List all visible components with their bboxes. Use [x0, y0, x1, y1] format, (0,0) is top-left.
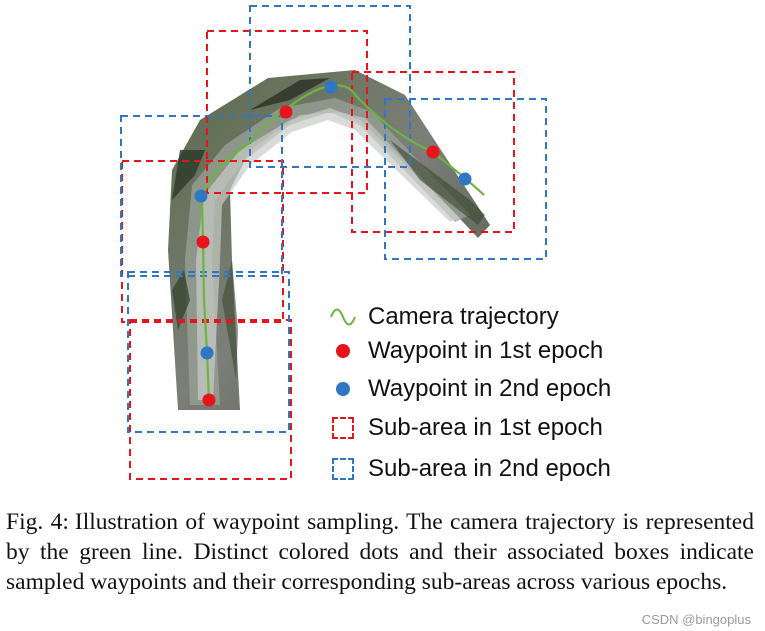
watermark: CSDN @bingoplus [641, 612, 751, 627]
legend-label: Camera trajectory [368, 303, 559, 330]
sub-areas-epoch-2 [120, 5, 547, 433]
sub-area-box [121, 160, 284, 323]
trajectory-swatch-icon [328, 302, 358, 332]
legend-item-subarea-2: Sub-area in 2nd epoch [328, 450, 611, 488]
waypoint-dot [202, 393, 216, 407]
legend-item-waypoint-2: Waypoint in 2nd epoch [328, 370, 611, 408]
red-dashed-box-icon [332, 417, 354, 439]
waypoint-dot [458, 172, 472, 186]
caption-text: Illustration of waypoint sampling. The c… [6, 509, 754, 595]
blue-dot-icon [336, 382, 350, 396]
legend-label: Waypoint in 1st epoch [368, 337, 604, 364]
figure-caption: Fig. 4:Illustration of waypoint sampling… [6, 507, 754, 597]
legend-label: Sub-area in 2nd epoch [368, 455, 611, 482]
waypoint-sampling-figure [120, 5, 547, 480]
red-dot-icon [336, 344, 350, 358]
sub-area-box [120, 115, 283, 277]
sub-area-box [206, 30, 368, 194]
waypoint-dot [194, 189, 208, 203]
blue-dashed-box-icon [332, 458, 354, 480]
sub-area-box [127, 271, 290, 433]
sub-area-box [384, 98, 547, 260]
legend-item-waypoint-1: Waypoint in 1st epoch [328, 332, 603, 370]
waypoint-dot [279, 105, 293, 119]
sub-area-box [129, 319, 292, 480]
waypoint-dot [324, 80, 338, 94]
legend-label: Waypoint in 2nd epoch [368, 375, 612, 402]
legend-label: Sub-area in 1st epoch [368, 414, 603, 441]
sub-area-box [249, 5, 411, 168]
legend-item-subarea-1: Sub-area in 1st epoch [328, 409, 603, 447]
sub-area-box [351, 71, 515, 233]
waypoint-dot [196, 235, 210, 249]
waypoint-dot [200, 346, 214, 360]
waypoints-epoch-1 [196, 105, 440, 407]
legend-item-trajectory: Camera trajectory [328, 298, 559, 336]
figure-number: Fig. 4: [6, 509, 69, 535]
sub-areas-epoch-1 [121, 30, 515, 480]
waypoint-dot [426, 145, 440, 159]
waypoints-epoch-2 [194, 80, 472, 360]
